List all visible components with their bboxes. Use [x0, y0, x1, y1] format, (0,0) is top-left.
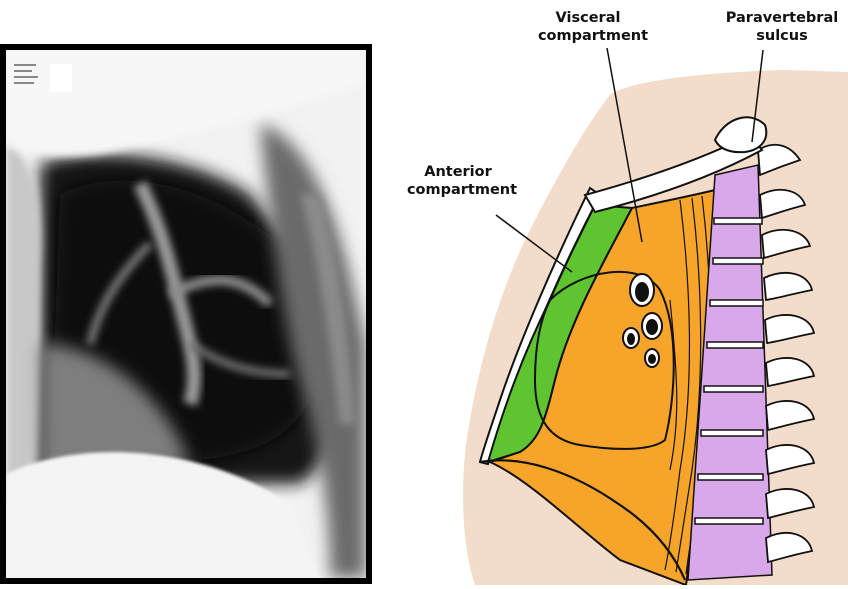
visceral-label-line2: compartment: [538, 28, 648, 44]
visceral-label-line1: Visceral: [556, 10, 621, 26]
paravertebral-label-line1: Paravertebral: [726, 10, 838, 26]
anterior-label-line1: Anterior: [424, 164, 492, 180]
lateral-chest-radiograph: [0, 44, 372, 584]
anterior-label-line2: compartment: [407, 182, 517, 198]
paravertebral-label-line2: sulcus: [756, 28, 807, 44]
mediastinum-compartment-diagram: Visceral compartment Paravertebral sulcu…: [380, 0, 848, 585]
